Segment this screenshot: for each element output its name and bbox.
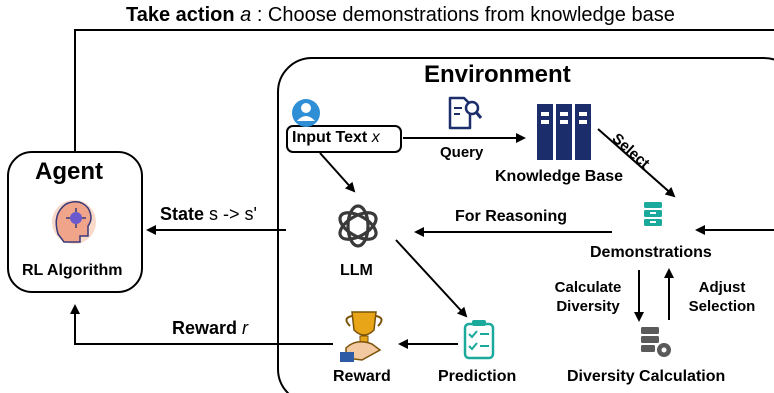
action-caption: Take action a : Choose demonstrations fr… xyxy=(126,4,675,27)
archive-icon xyxy=(644,202,662,226)
action-caption-rest: : Choose demonstrations from knowledge b… xyxy=(256,4,675,26)
query-label: Query xyxy=(440,144,484,161)
reward-edge-bold: Reward xyxy=(172,318,238,338)
reward-label: Reward xyxy=(333,368,391,385)
input-text-label-text: Input Text xyxy=(292,129,368,146)
demonstrations-label: Demonstrations xyxy=(590,244,712,261)
diversity-calculation-label: Diversity Calculation xyxy=(567,368,726,385)
agent-title: Agent xyxy=(35,158,103,185)
calc-diversity-line1: Calculate xyxy=(554,279,622,296)
document-search-icon xyxy=(448,96,483,130)
prediction-label: Prediction xyxy=(438,368,517,385)
agent-subtitle: RL Algorithm xyxy=(22,262,123,279)
state-label: State s -> s' xyxy=(160,204,257,225)
ai-brain-icon xyxy=(52,200,96,244)
state-label-text: s -> s' xyxy=(209,204,257,224)
input-text-label-var: x xyxy=(371,129,380,146)
select-arrow xyxy=(597,128,676,198)
calc-diversity-line2: Diversity xyxy=(556,298,620,315)
input-text-label: Input Text x xyxy=(292,129,380,147)
environment-title: Environment xyxy=(424,61,571,88)
server-rack-icon xyxy=(537,104,591,160)
server-gear-icon xyxy=(641,327,671,357)
reward-to-agent-arrow xyxy=(70,304,333,345)
action-caption-bold: Take action xyxy=(126,4,235,26)
for-reasoning-label: For Reasoning xyxy=(455,208,568,225)
input-text-box xyxy=(286,125,402,153)
reward-edge-label: Reward r xyxy=(172,318,248,339)
action-caption-var: a xyxy=(240,4,252,26)
llm-to-prediction-arrow xyxy=(395,239,468,318)
adjust-selection-line2: Selection xyxy=(688,298,756,315)
checklist-icon xyxy=(463,320,495,360)
llm-label: LLM xyxy=(340,262,373,279)
state-label-bold: State xyxy=(160,204,205,224)
openai-knot-icon xyxy=(338,204,378,248)
knowledge-base-label: Knowledge Base xyxy=(495,168,624,185)
trophy-icon xyxy=(340,311,383,362)
input-to-llm-arrow xyxy=(319,152,356,193)
adjust-selection-label: Adjust Selection xyxy=(682,278,762,316)
calc-diversity-label: Calculate Diversity xyxy=(548,278,628,316)
adjust-selection-line1: Adjust xyxy=(698,279,746,296)
action-loop-line xyxy=(74,29,774,152)
reward-edge-var: r xyxy=(242,318,249,338)
user-icon xyxy=(292,99,320,127)
